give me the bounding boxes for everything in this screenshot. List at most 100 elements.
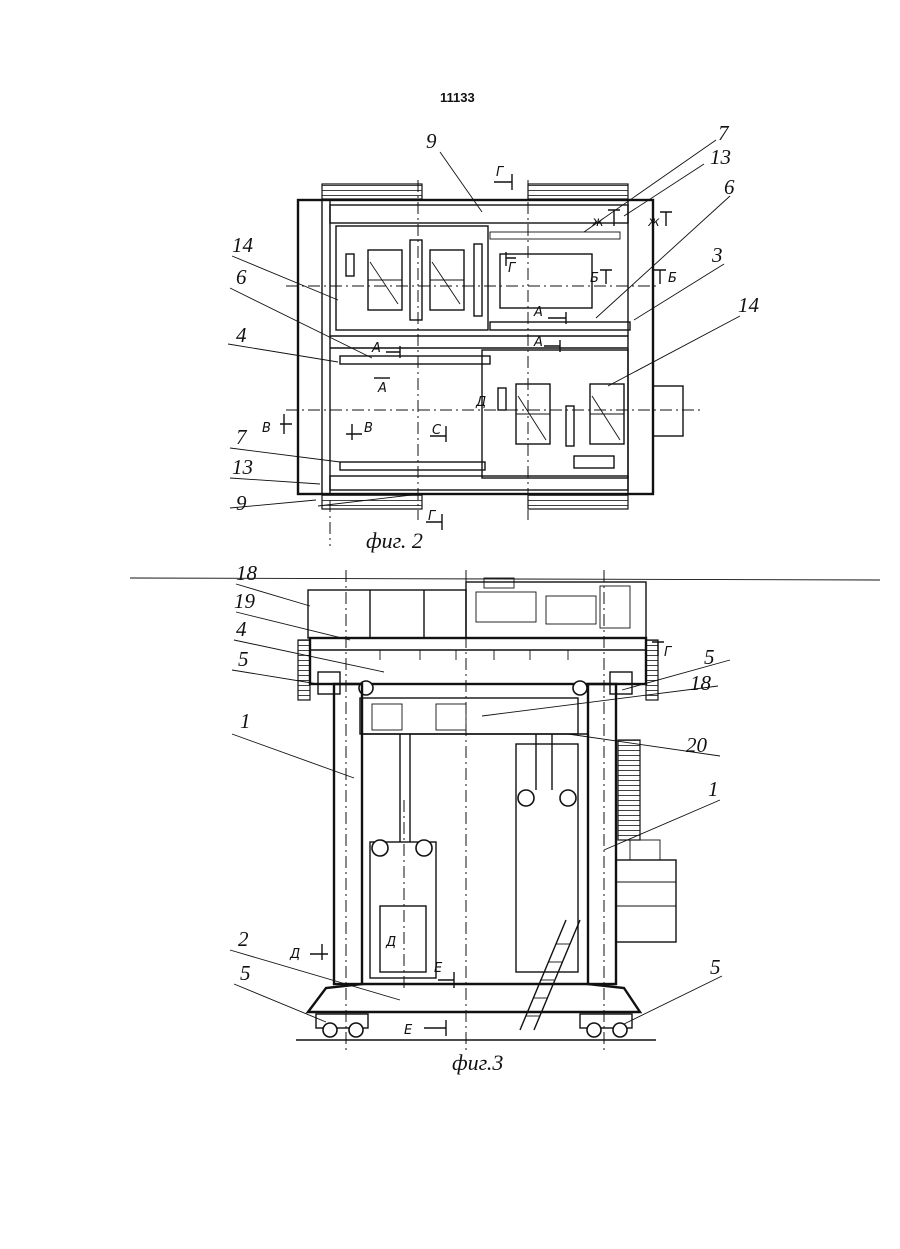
section-letter: В (262, 421, 271, 436)
trolley-upper-rail (410, 240, 422, 320)
leader-line (234, 984, 326, 1022)
callout-4: 4 (236, 323, 247, 347)
machinery-unit (484, 578, 514, 588)
callout-9: 9 (426, 129, 437, 153)
end-carriage-left (298, 640, 310, 700)
stack-box (630, 840, 660, 860)
track-top-left (322, 184, 422, 199)
section-letter: Г (508, 261, 517, 276)
leader-line (232, 734, 354, 778)
callout-5: 5 (710, 955, 721, 979)
section-letter: ж (647, 215, 660, 230)
figure-caption-3: фиг.3 (452, 1050, 503, 1075)
side-unit (653, 386, 683, 436)
base-sill (308, 984, 640, 1012)
callout-1: 1 (240, 709, 251, 733)
callout-5: 5 (704, 645, 715, 669)
leader-line (624, 976, 722, 1024)
track-bottom-left (322, 494, 422, 509)
hoist-drum (346, 254, 354, 276)
callout-4: 4 (236, 617, 247, 641)
machinery-deck (466, 582, 646, 638)
callout-13: 13 (232, 455, 253, 479)
callout-18: 18 (236, 561, 258, 585)
end-carriage-right-lower (618, 740, 640, 840)
side-stack (616, 860, 676, 942)
section-letter: Е (434, 961, 443, 976)
window-diagonal (518, 396, 546, 440)
section-letter: Б (668, 271, 677, 286)
girder-stiffeners (380, 650, 568, 660)
section-letter: Е (404, 1023, 413, 1038)
spreader-right (516, 734, 578, 972)
section-letter: Д (289, 947, 300, 962)
machinery-unit (476, 592, 536, 622)
section-letter: В (364, 421, 373, 436)
section-mark-B (654, 270, 666, 284)
bridge-girder (310, 638, 646, 684)
callout-14: 14 (232, 233, 254, 257)
access-ladder (520, 920, 580, 1030)
callout-20: 20 (686, 733, 708, 757)
hoist-drum (566, 406, 574, 446)
leader-line (624, 164, 704, 216)
leg-left (334, 684, 362, 984)
gallery-box (372, 704, 402, 730)
section-letter: А (533, 305, 543, 320)
trolley-upper (336, 226, 488, 330)
beam-7-lower (340, 462, 485, 470)
machinery-unit (546, 596, 596, 624)
rail-wheel (587, 1023, 601, 1037)
section-letter: Д (475, 395, 486, 410)
hoist-drum (498, 388, 506, 410)
section-mark-zh (660, 212, 672, 226)
track-bottom-right (528, 494, 628, 509)
section-mark-E (424, 1020, 446, 1036)
callout-19: 19 (234, 589, 256, 613)
section-letter: А (533, 335, 543, 350)
rail-wheel (323, 1023, 337, 1037)
callout-13: 13 (710, 145, 731, 169)
callout-7: 7 (718, 121, 730, 145)
section-letter: Г (664, 645, 673, 660)
leader-line (634, 264, 724, 320)
callout-14: 14 (738, 293, 760, 317)
rail-wheel (613, 1023, 627, 1037)
beam-7-upper (490, 232, 620, 239)
window-diagonal (592, 396, 620, 440)
leader-line (482, 686, 718, 716)
section-mark-V (280, 414, 292, 434)
end-carriage-right (646, 640, 658, 700)
beam-4-left (340, 356, 490, 364)
callout-7: 7 (236, 425, 248, 449)
fig2-plan-view: 9 7 13 6 3 14 6 4 7 13 9 14 Г Г ж ж Г Б … (228, 121, 760, 553)
gallery-platform (360, 698, 578, 734)
section-letter: Д (385, 935, 396, 950)
window-diagonal (432, 262, 460, 304)
leader-line (596, 196, 730, 318)
trolley-wheel (573, 681, 587, 695)
callout-6: 6 (236, 265, 247, 289)
section-letter: А (371, 341, 381, 356)
section-mark-D (310, 944, 328, 960)
leader-line (440, 152, 482, 212)
callout-5: 5 (240, 961, 251, 985)
section-mark-V (346, 424, 362, 440)
figure-caption-2: фиг. 2 (366, 528, 423, 553)
track-top-right (528, 184, 628, 199)
callout-1: 1 (708, 777, 719, 801)
gallery-box (436, 704, 466, 730)
callout-3: 3 (711, 243, 723, 267)
section-mark-B (600, 270, 612, 284)
section-letter: А (377, 381, 387, 396)
section-letter: Г (496, 165, 505, 180)
trolley-upper-side (474, 244, 482, 316)
beam-6 (490, 322, 630, 330)
trolley-lower-plate (574, 456, 614, 468)
section-letter: ж (591, 215, 604, 230)
leg-right (588, 684, 616, 984)
spreader-left (370, 734, 436, 978)
callout-6: 6 (724, 175, 735, 199)
section-letter: С (432, 423, 442, 438)
